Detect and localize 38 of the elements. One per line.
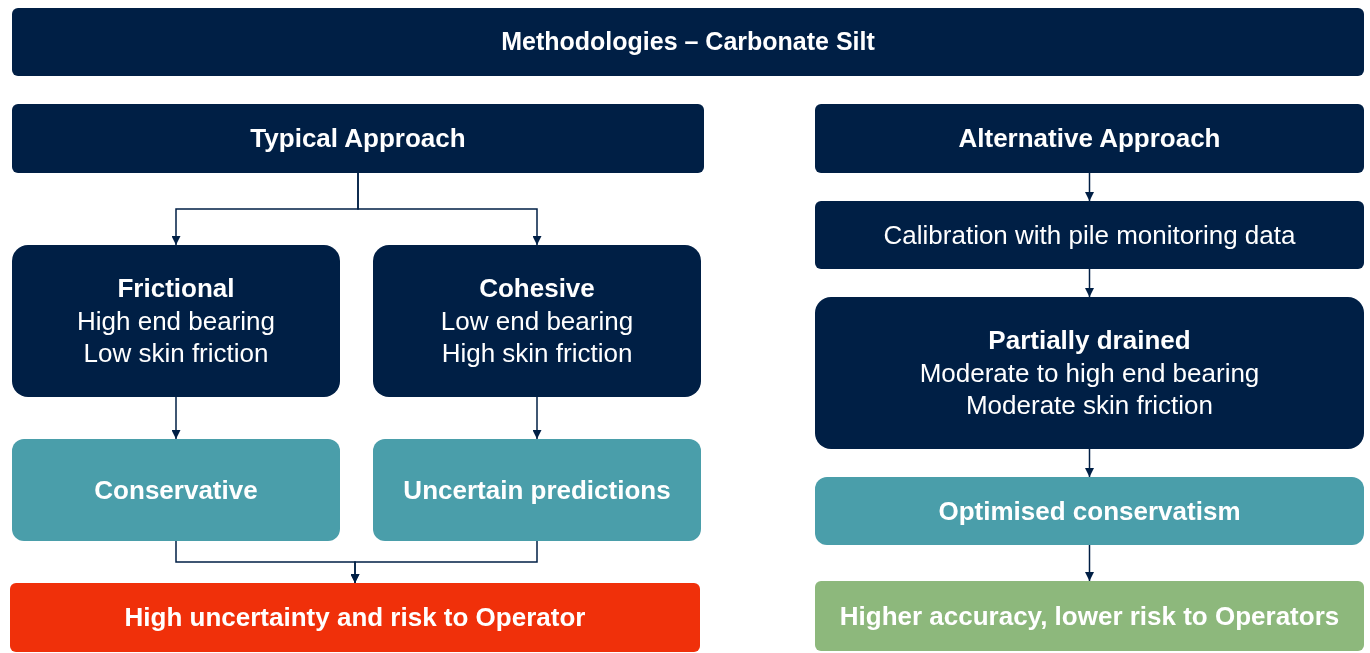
box-text: Moderate to high end bearing [919, 356, 1260, 390]
box-title: Alternative Approach [958, 122, 1221, 155]
category-box [12, 245, 340, 397]
arrow [350, 540, 538, 584]
box-title: High uncertainty and risk to Operator [124, 601, 586, 634]
outcome-box [815, 477, 1364, 545]
box-title: Partially drained [988, 324, 1191, 357]
box-title: Optimised conservatism [938, 494, 1241, 528]
arrow [532, 396, 542, 440]
box-text: High end bearing [76, 304, 275, 338]
process-box [815, 201, 1364, 269]
box-title: Methodologies – Carbonate Silt [501, 26, 875, 58]
box-text: High skin friction [441, 337, 633, 370]
box-title: Typical Approach [250, 122, 466, 155]
category-box [373, 245, 701, 397]
result-box [10, 583, 700, 652]
box-text: Low end bearing [440, 304, 634, 338]
box-title: Uncertain predictions [403, 473, 671, 507]
box-title: Higher accuracy, lower risk to Operators [839, 599, 1340, 633]
arrow [357, 172, 542, 246]
category-box [815, 297, 1364, 449]
outcome-box [373, 439, 701, 541]
arrow [1085, 544, 1094, 582]
box-title: Conservative [94, 473, 258, 507]
outcome-box [12, 439, 340, 541]
box-text: Low skin friction [83, 337, 269, 370]
header-bar [815, 104, 1364, 173]
arrow [1085, 268, 1094, 298]
result-box [815, 581, 1364, 651]
box-title: Frictional [117, 272, 235, 305]
box-text: Moderate skin friction [965, 389, 1214, 422]
arrow [1085, 448, 1094, 478]
header-bar [12, 104, 704, 173]
arrow [171, 396, 181, 440]
box-title: Cohesive [479, 272, 595, 305]
arrow [1085, 172, 1094, 202]
header-bar [12, 8, 1364, 76]
box-title: Calibration with pile monitoring data [883, 218, 1296, 252]
